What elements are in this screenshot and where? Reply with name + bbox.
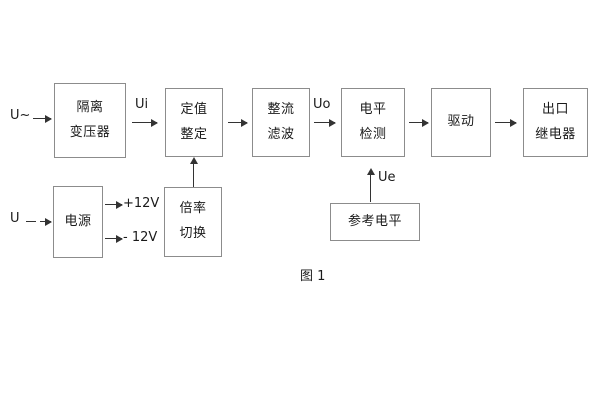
arrow-ac-input-to-isolation-transformer <box>33 114 52 123</box>
block-setting-value: 定值 整定 <box>165 88 223 157</box>
arrow-multiplier-switch-to-setting-value <box>189 157 198 187</box>
block-isolation-transformer-line-1: 隔离 <box>76 99 104 115</box>
block-isolation-transformer-line-2: 变压器 <box>69 124 111 140</box>
block-output-relay-line-2: 继电器 <box>535 126 576 142</box>
block-setting-value-line-2: 整定 <box>180 126 208 142</box>
label-ac-input: U~ <box>10 108 31 123</box>
block-drive-line-1: 驱动 <box>447 114 475 130</box>
label-rail-negative: - 12V <box>123 230 158 245</box>
block-power-supply-line-1: 电源 <box>64 213 92 229</box>
arrow-reference-level-to-level-detection <box>366 168 375 202</box>
label-dc-input: U <box>10 211 20 226</box>
arrow-level-detection-to-drive <box>409 118 429 127</box>
block-power-supply: 电源 <box>53 186 103 258</box>
block-level-detection-line-1: 电平 <box>359 101 387 117</box>
arrow-drive-to-output-relay <box>495 118 517 127</box>
block-level-detection-line-2: 检测 <box>359 126 387 142</box>
block-isolation-transformer: 隔离 变压器 <box>54 83 126 158</box>
arrow-rail-positive <box>105 200 123 209</box>
label-ui: Ui <box>135 97 149 112</box>
arrow-rectify-filter-to-level-detection <box>314 118 336 127</box>
arrow-isolation-transformer-to-setting-value <box>132 118 158 127</box>
block-output-relay-line-1: 出口 <box>541 101 569 117</box>
block-reference-level-line-1: 参考电平 <box>347 213 402 229</box>
arrow-setting-value-to-rectify-filter <box>228 118 248 127</box>
block-reference-level: 参考电平 <box>330 203 420 241</box>
block-setting-value-line-1: 定值 <box>180 101 208 117</box>
block-rectify-filter: 整流 滤波 <box>252 88 310 157</box>
block-output-relay: 出口 继电器 <box>523 88 588 157</box>
label-uo: Uo <box>313 97 331 112</box>
arrow-dc-input-to-power-supply <box>40 217 52 226</box>
block-rectify-filter-line-2: 滤波 <box>267 126 295 142</box>
block-multiplier-switch: 倍率 切换 <box>164 187 222 257</box>
label-rail-positive: +12V <box>123 196 160 211</box>
dash-dc-input <box>26 221 36 222</box>
block-multiplier-switch-line-1: 倍率 <box>179 201 207 217</box>
block-multiplier-switch-line-2: 切换 <box>179 226 207 241</box>
figure-caption: 图 1 <box>300 269 326 284</box>
block-level-detection: 电平 检测 <box>341 88 405 157</box>
arrow-rail-negative <box>105 234 123 243</box>
label-ue: Ue <box>378 170 396 185</box>
block-rectify-filter-line-1: 整流 <box>267 101 295 117</box>
block-drive: 驱动 <box>431 88 491 157</box>
